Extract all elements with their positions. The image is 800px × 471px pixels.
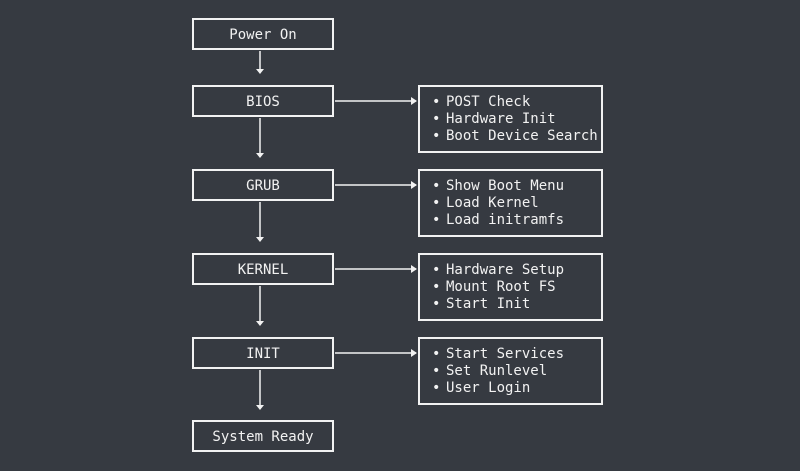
detail-list: • Start Services • Set Runlevel • User Logi…: [432, 346, 564, 397]
list-item: • Load Kernel: [432, 195, 564, 212]
detail-text: User Login: [446, 380, 531, 396]
stage-label: Power On: [229, 27, 297, 43]
detail-list: • Show Boot Menu • Load Kernel • Load initr…: [432, 178, 564, 229]
stage-init: INIT: [192, 337, 334, 369]
stage-bios: BIOS: [192, 85, 334, 117]
stage-label: KERNEL: [237, 262, 289, 278]
bullet-icon: •: [432, 262, 441, 278]
list-item: • Load initramfs: [432, 212, 564, 229]
list-item: • Show Boot Menu: [432, 178, 564, 195]
detail-box-kernel: • Hardware Setup • Mount Root FS • Start In…: [418, 253, 603, 321]
list-item: • Set Runlevel: [432, 363, 564, 380]
list-item: • POST Check: [432, 94, 598, 111]
stage-grub: GRUB: [192, 169, 334, 201]
stage-label: INIT: [246, 346, 280, 362]
bullet-icon: •: [432, 178, 441, 194]
detail-box-bios: • POST Check • Hardware Init • Boot Device …: [418, 85, 603, 153]
arrowhead-icon: [256, 405, 264, 410]
list-item: • User Login: [432, 380, 564, 397]
stage-system-ready: System Ready: [192, 420, 334, 452]
stage-power-on: Power On: [192, 18, 334, 50]
list-item: • Start Services: [432, 346, 564, 363]
arrowhead-icon: [256, 237, 264, 242]
stage-kernel: KERNEL: [192, 253, 334, 285]
detail-text: Load initramfs: [446, 212, 565, 228]
detail-text: Hardware Setup: [446, 262, 565, 278]
detail-box-grub: • Show Boot Menu • Load Kernel • Load initr…: [418, 169, 603, 237]
bullet-icon: •: [432, 363, 441, 379]
detail-text: Start Init: [446, 296, 531, 312]
bullet-icon: •: [432, 212, 441, 228]
bullet-icon: •: [432, 111, 441, 127]
list-item: • Start Init: [432, 296, 564, 313]
arrowhead-icon: [256, 69, 264, 74]
detail-text: POST Check: [446, 94, 531, 110]
stage-label: BIOS: [246, 94, 280, 110]
bullet-icon: •: [432, 195, 441, 211]
stage-label: GRUB: [246, 178, 280, 194]
detail-text: Mount Root FS: [446, 279, 556, 295]
bullet-icon: •: [432, 346, 441, 362]
arrowhead-icon: [411, 181, 417, 189]
arrowhead-icon: [256, 321, 264, 326]
list-item: • Hardware Init: [432, 111, 598, 128]
stage-label: System Ready: [212, 429, 314, 445]
list-item: • Mount Root FS: [432, 279, 564, 296]
bullet-icon: •: [432, 279, 441, 295]
arrowhead-icon: [256, 153, 264, 158]
detail-list: • POST Check • Hardware Init • Boot Device …: [432, 94, 598, 145]
bullet-icon: •: [432, 128, 441, 144]
detail-text: Show Boot Menu: [446, 178, 565, 194]
detail-box-init: • Start Services • Set Runlevel • User Logi…: [418, 337, 603, 405]
bullet-icon: •: [432, 94, 441, 110]
detail-text: Hardware Init: [446, 111, 556, 127]
arrowhead-icon: [411, 97, 417, 105]
arrowhead-icon: [411, 349, 417, 357]
detail-text: Start Services: [446, 346, 565, 362]
list-item: • Hardware Setup: [432, 262, 564, 279]
detail-text: Boot Device Search: [446, 128, 598, 144]
list-item: • Boot Device Search: [432, 128, 598, 145]
bullet-icon: •: [432, 296, 441, 312]
arrowhead-icon: [411, 265, 417, 273]
bullet-icon: •: [432, 380, 441, 396]
detail-text: Load Kernel: [446, 195, 539, 211]
detail-list: • Hardware Setup • Mount Root FS • Start In…: [432, 262, 564, 313]
detail-text: Set Runlevel: [446, 363, 548, 379]
